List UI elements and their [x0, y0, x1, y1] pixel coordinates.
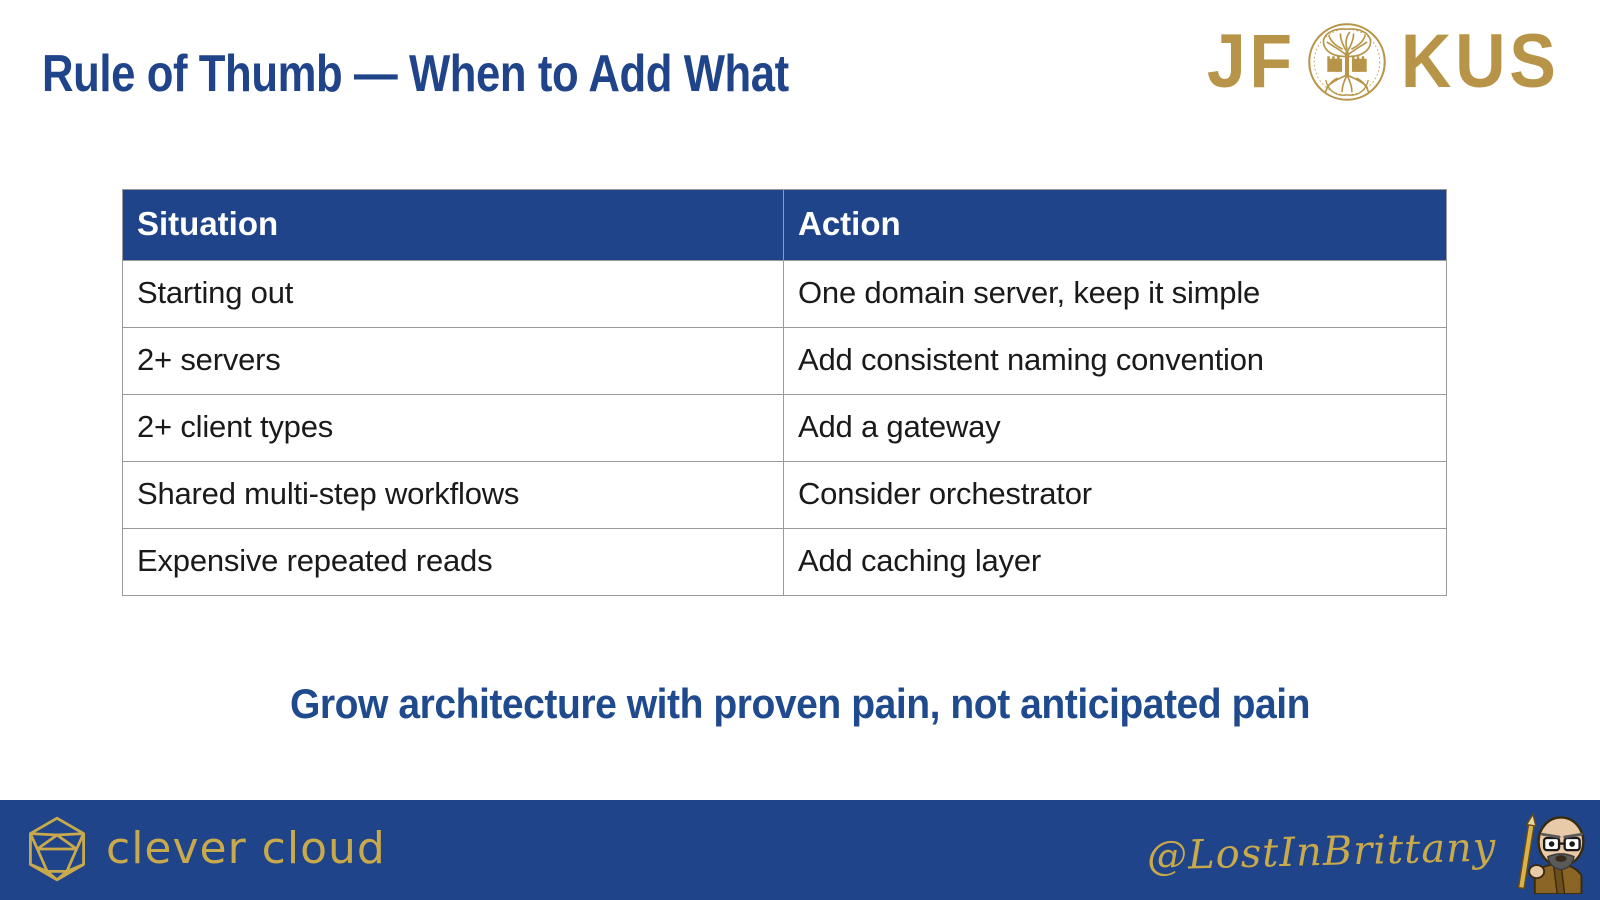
cell-situation: 2+ client types	[122, 394, 784, 462]
slide-tagline: Grow architecture with proven pain, not …	[289, 680, 1311, 727]
cell-action: Add caching layer	[783, 528, 1447, 596]
column-header-situation: Situation	[122, 189, 784, 261]
table-row: 2+ servers Add consistent naming convent…	[122, 327, 1447, 395]
jfokus-suffix-text: KUS	[1400, 19, 1560, 104]
speaker-handle-block: @LostInBrittany	[1145, 810, 1594, 895]
table-header-row: Situation Action	[122, 189, 1447, 261]
cell-action: Add consistent naming convention	[783, 327, 1447, 395]
column-header-action: Action	[783, 189, 1447, 261]
cell-situation: 2+ servers	[122, 327, 784, 395]
table-row: Shared multi-step workflows Consider orc…	[122, 461, 1447, 529]
cell-action: One domain server, keep it simple	[783, 260, 1447, 328]
speaker-avatar-icon	[1498, 810, 1594, 895]
clever-cloud-wordmark: clever cloud	[106, 823, 386, 874]
page-title: Rule of Thumb — When to Add What	[42, 45, 789, 103]
rule-of-thumb-table: Situation Action Starting out One domain…	[122, 189, 1447, 596]
cell-situation: Shared multi-step workflows	[122, 461, 784, 529]
cell-situation: Starting out	[122, 260, 784, 328]
table-row: Starting out One domain server, keep it …	[122, 260, 1447, 328]
table-row: Expensive repeated reads Add caching lay…	[122, 528, 1447, 596]
clever-cloud-polyhedron-icon	[22, 812, 92, 886]
speaker-handle-text: @LostInBrittany	[1145, 824, 1497, 880]
tree-of-life-medallion-icon	[1306, 21, 1388, 103]
jfokus-logo: JF	[1203, 14, 1566, 110]
footer-bar: clever cloud @LostInBrittany	[0, 800, 1600, 900]
cell-situation: Expensive repeated reads	[122, 528, 784, 596]
table-row: 2+ client types Add a gateway	[122, 394, 1447, 462]
cell-action: Consider orchestrator	[783, 461, 1447, 529]
clever-cloud-logo: clever cloud	[22, 812, 386, 886]
cell-action: Add a gateway	[783, 394, 1447, 462]
jfokus-prefix-text: JF	[1206, 19, 1296, 104]
